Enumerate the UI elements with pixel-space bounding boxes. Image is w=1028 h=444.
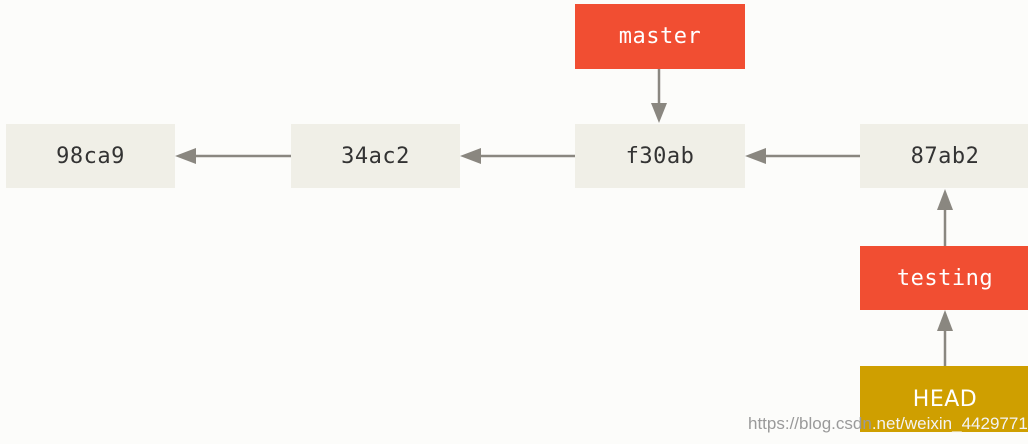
commit-hash: 98ca9 bbox=[56, 143, 125, 169]
branch-testing: testing bbox=[860, 246, 1028, 310]
commit-hash: 34ac2 bbox=[341, 143, 410, 169]
arrowhead-testing-up bbox=[937, 189, 953, 210]
commit-hash: f30ab bbox=[625, 143, 695, 169]
arrowhead-f30ab bbox=[745, 148, 766, 164]
arrowhead-master-down bbox=[651, 103, 667, 123]
watermark: https://blog.csdn.net/weixin_44297716 bbox=[748, 414, 1028, 434]
head-pointer: HEAD bbox=[860, 366, 1028, 432]
head-label: HEAD bbox=[912, 386, 978, 412]
arrowhead-98ca9 bbox=[175, 148, 196, 164]
commit-f30ab: f30ab bbox=[575, 124, 745, 188]
watermark-part1: https://blog.csdn bbox=[748, 414, 872, 433]
arrowhead-34ac2 bbox=[460, 148, 481, 164]
watermark-part2: .net/weixin_44297716 bbox=[871, 414, 1028, 433]
commit-34ac2: 34ac2 bbox=[291, 124, 460, 188]
commit-87ab2: 87ab2 bbox=[860, 124, 1028, 188]
branch-label-master: master bbox=[618, 24, 702, 49]
branch-label-testing: testing bbox=[896, 265, 994, 291]
branch-master: master bbox=[575, 4, 745, 69]
arrowhead-head-up bbox=[937, 310, 953, 331]
commit-hash: 87ab2 bbox=[910, 143, 980, 169]
commit-98ca9: 98ca9 bbox=[6, 124, 175, 188]
